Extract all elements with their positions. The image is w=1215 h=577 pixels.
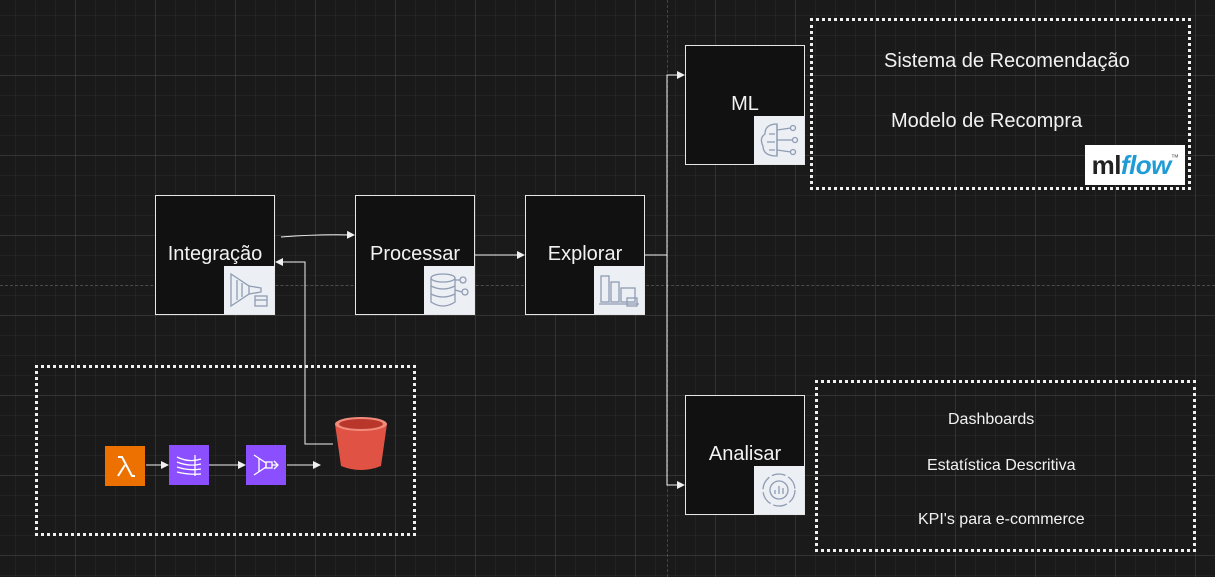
analysis-group — [815, 380, 1196, 552]
node-explorar-label: Explorar — [547, 242, 623, 265]
analysis-line-dashboards: Dashboards — [948, 411, 1035, 428]
database-processing-icon — [424, 266, 474, 314]
analytics-dashboard-icon — [754, 466, 804, 514]
node-analisar-label: Analisar — [708, 442, 782, 465]
node-analisar[interactable]: Analisar — [685, 395, 805, 515]
kinesis-data-streams-icon — [169, 445, 209, 485]
node-explorar[interactable]: Explorar — [525, 195, 645, 315]
node-ml-label: ML — [731, 92, 759, 115]
edge-explorar-ml — [645, 71, 685, 256]
ingestion-group — [35, 365, 416, 536]
analysis-line-statistics: Estatística Descritiva — [927, 457, 1076, 474]
data-pipeline-icon — [224, 266, 274, 314]
kinesis-firehose-icon — [246, 445, 286, 485]
brain-network-icon — [754, 116, 804, 164]
node-processar[interactable]: Processar — [355, 195, 475, 315]
analysis-line-kpis: KPI's para e-commerce — [918, 511, 1085, 528]
edge-explorar-analisar — [666, 255, 685, 489]
ml-line-repurchase: Modelo de Recompra — [891, 110, 1083, 132]
aws-lambda-icon — [105, 446, 145, 486]
ml-group — [810, 18, 1191, 190]
s3-bucket-icon — [333, 414, 389, 472]
node-integracao-label: Integração — [167, 242, 263, 265]
edge-integracao-processar — [280, 230, 355, 239]
node-integracao[interactable]: Integração — [155, 195, 275, 315]
node-processar-label: Processar — [369, 242, 461, 265]
ml-line-recommendation: Sistema de Recomendação — [884, 50, 1130, 72]
guide-line-vertical — [667, 0, 668, 577]
node-ml[interactable]: ML — [685, 45, 805, 165]
data-explorer-icon — [594, 266, 644, 314]
